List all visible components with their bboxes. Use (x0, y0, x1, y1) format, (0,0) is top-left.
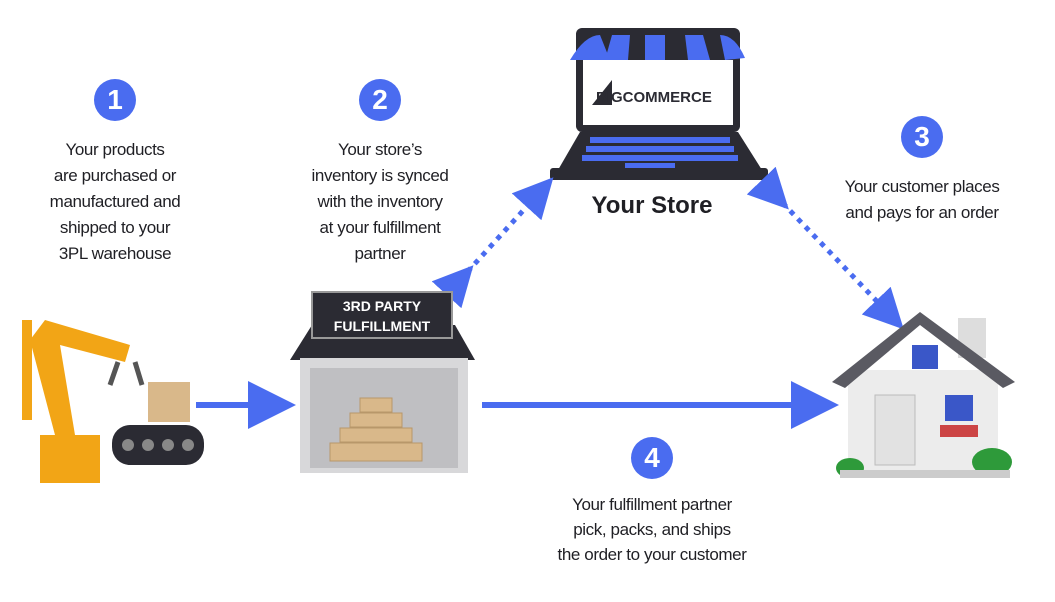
svg-text:3RD PARTY: 3RD PARTY (343, 298, 422, 314)
step-3-text: Your customer places and pays for an orde… (845, 174, 1000, 226)
text-line: pick, packs, and ships (573, 520, 731, 539)
text-line: Your fulfillment partner (572, 495, 732, 514)
laptop-store-icon: BIGCOMMERCE (550, 28, 768, 180)
sync-arrow (431, 177, 554, 309)
text-line: at your fulfillment (319, 218, 441, 237)
text-line: Your store’s (337, 140, 423, 159)
text-line: partner (354, 244, 406, 263)
text-line: Your products (65, 140, 165, 159)
warehouse-icon: 3RD PARTY FULFILLMENT (290, 291, 475, 473)
text-line: 3PL warehouse (58, 244, 172, 263)
text-line: Your customer places (844, 177, 1000, 196)
step-3-badge: 3 (901, 116, 943, 158)
svg-text:FULFILLMENT: FULFILLMENT (334, 318, 431, 334)
step-4-badge: 4 (631, 437, 673, 479)
step-2-badge: 2 (359, 79, 401, 121)
text-line: inventory is synced (311, 166, 449, 185)
house-icon (832, 312, 1015, 478)
step-1-badge: 1 (94, 79, 136, 121)
text-line: are purchased or (53, 166, 177, 185)
robot-arm-icon (22, 320, 204, 483)
step-4-text: Your fulfillment partner pick, packs, and… (558, 492, 747, 567)
step-2-text: Your store’s inventory is synced with the … (312, 137, 449, 267)
text-line: and pays for an order (845, 203, 999, 222)
text-line: shipped to your (59, 218, 171, 237)
bigcommerce-logo: BIGCOMMERCE (596, 89, 712, 106)
store-label: Your Store (591, 192, 713, 219)
text-line: manufactured and (49, 192, 181, 211)
text-line: the order to your customer (557, 545, 747, 564)
text-line: with the inventory (317, 192, 443, 211)
step-1-text: Your products are purchased or manufacture… (50, 137, 181, 267)
